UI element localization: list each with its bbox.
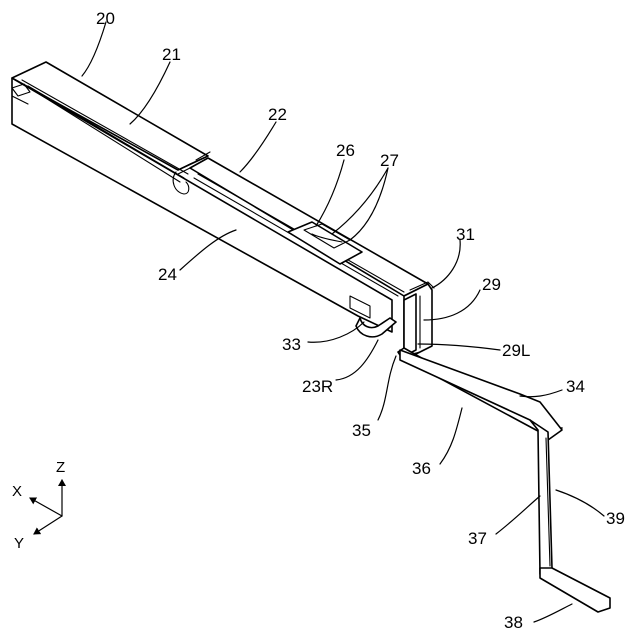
label-37: 37 bbox=[468, 529, 487, 548]
label-38: 38 bbox=[504, 613, 523, 632]
leader-37 bbox=[496, 496, 540, 534]
leader-27a bbox=[332, 168, 388, 234]
foot-38 bbox=[540, 568, 610, 612]
label-21: 21 bbox=[162, 45, 181, 64]
leader-20 bbox=[82, 22, 106, 76]
axis-triad: Z X Y bbox=[12, 459, 65, 552]
label-20: 20 bbox=[96, 9, 115, 28]
z-axis-label: Z bbox=[56, 459, 65, 476]
leader-39 bbox=[556, 490, 604, 516]
x-axis-arrow bbox=[30, 498, 62, 516]
leader-27b bbox=[350, 168, 388, 240]
y-axis-arrow bbox=[34, 516, 62, 534]
y-axis-label: Y bbox=[14, 535, 24, 552]
label-22: 22 bbox=[268, 105, 287, 124]
label-36: 36 bbox=[412, 459, 431, 478]
label-24: 24 bbox=[158, 265, 177, 284]
label-34: 34 bbox=[566, 377, 585, 396]
label-29L: 29L bbox=[502, 341, 530, 360]
lead-37-39 bbox=[530, 420, 552, 574]
label-33: 33 bbox=[282, 335, 301, 354]
leader-lines bbox=[82, 22, 604, 622]
label-39: 39 bbox=[606, 509, 625, 528]
leader-38 bbox=[534, 604, 572, 622]
leader-22 bbox=[240, 122, 276, 172]
label-23R: 23R bbox=[302, 377, 333, 396]
label-27: 27 bbox=[380, 151, 399, 170]
label-35: 35 bbox=[352, 421, 371, 440]
front-clip-29 bbox=[404, 294, 416, 356]
leader-23R bbox=[336, 340, 378, 380]
leader-36 bbox=[440, 408, 462, 464]
leader-31 bbox=[432, 240, 460, 288]
leader-35 bbox=[378, 356, 396, 420]
side-wall-24 bbox=[12, 78, 392, 332]
label-26: 26 bbox=[336, 141, 355, 160]
label-31: 31 bbox=[456, 225, 475, 244]
housing-body bbox=[12, 62, 434, 360]
x-axis-label: X bbox=[12, 483, 22, 500]
label-29: 29 bbox=[482, 275, 501, 294]
leader-26 bbox=[316, 160, 344, 226]
